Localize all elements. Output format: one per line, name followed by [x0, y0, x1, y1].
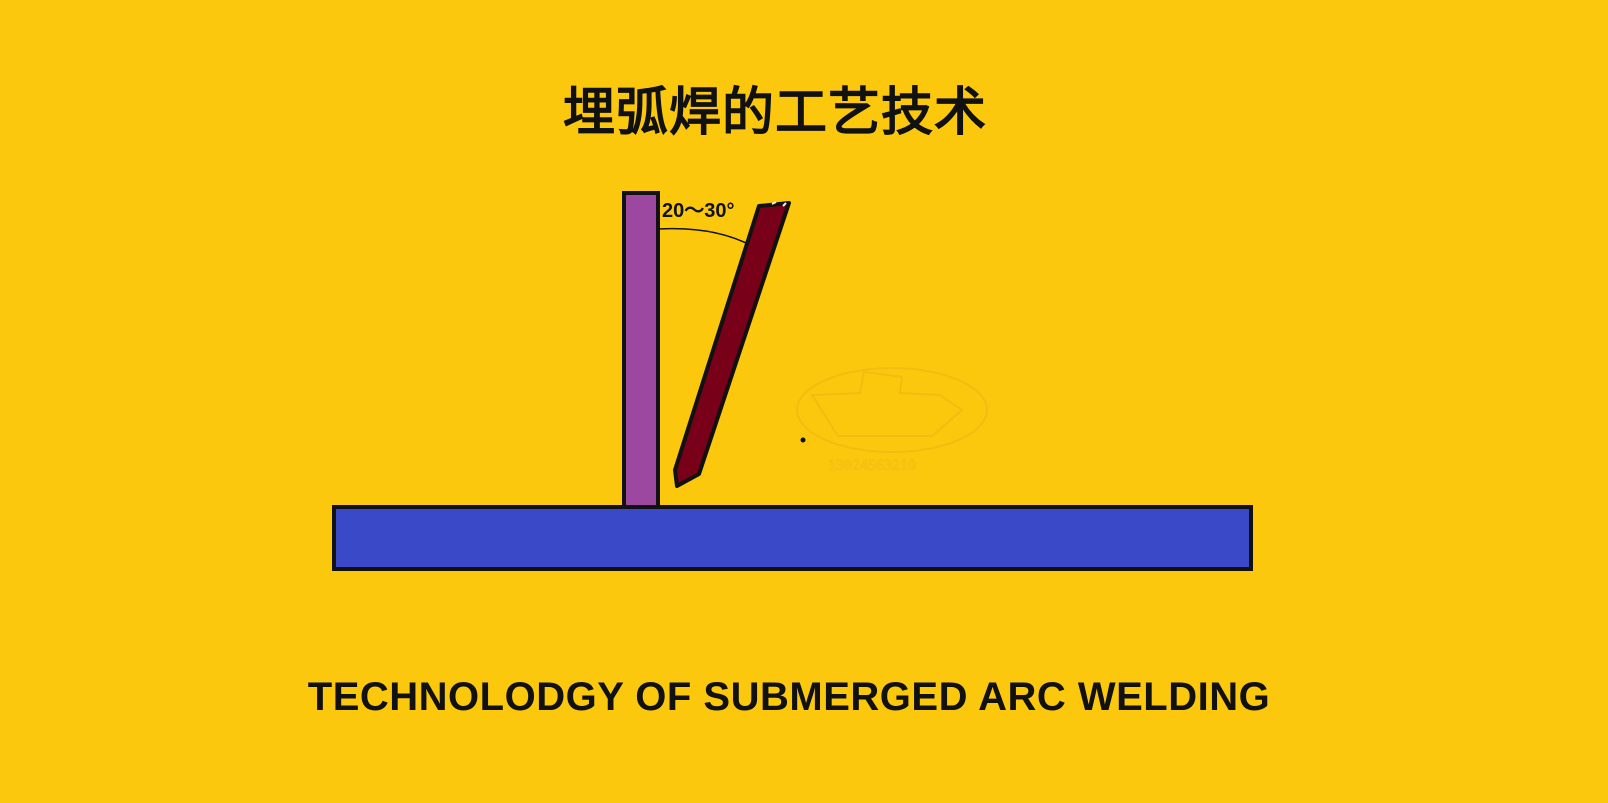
english-title: TECHNOLODGY OF SUBMERGED ARC WELDING: [307, 675, 1271, 719]
watermark-number: 13024563210: [828, 457, 916, 474]
marker-dot: [800, 437, 806, 443]
watermark-ellipse: [796, 367, 988, 453]
page-title: 埋弧焊的工艺技术: [562, 83, 987, 143]
watermark: 13024563210: [796, 367, 988, 474]
angle-arc: [657, 227, 753, 247]
electrode-tip-marks: [771, 201, 787, 207]
vertical-plate: [622, 191, 660, 509]
welding-electrode: [673, 201, 791, 488]
base-plate: [332, 505, 1253, 571]
angle-label: 20～30°: [662, 200, 735, 222]
watermark-ship-icon: [810, 370, 964, 437]
